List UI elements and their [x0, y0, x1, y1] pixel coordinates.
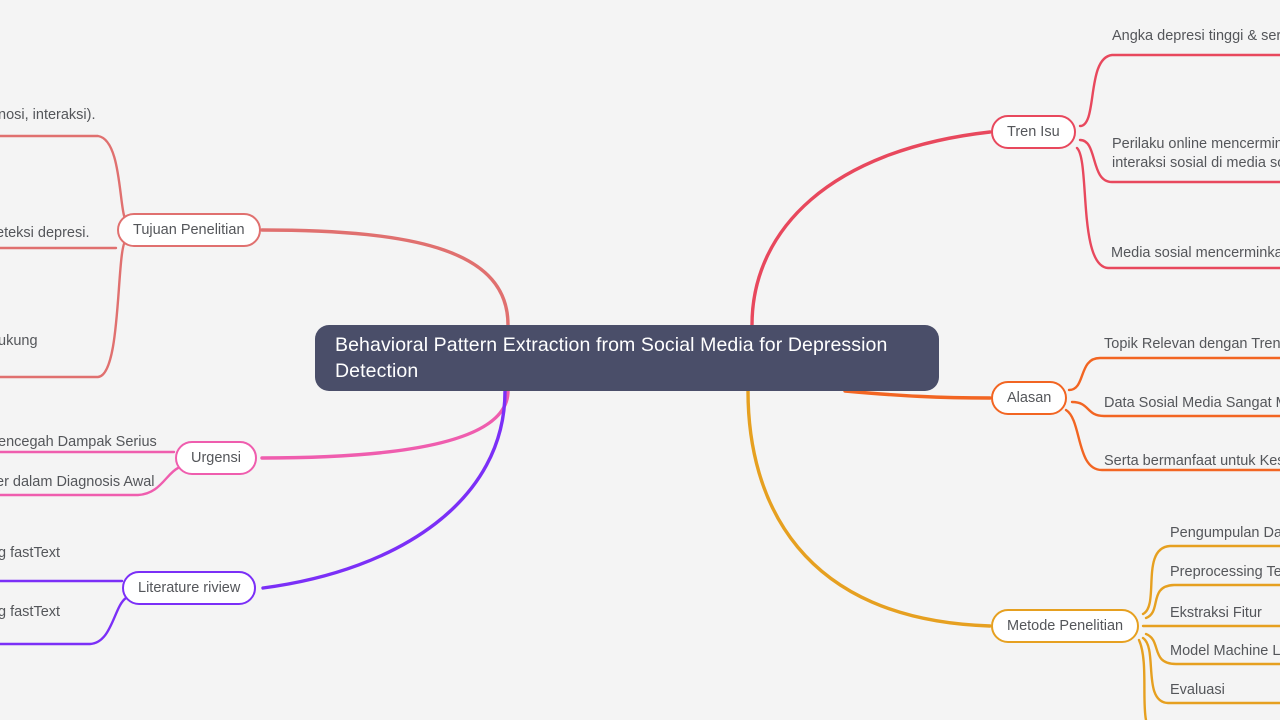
leaf-tren-isu-3[interactable]: Media sosial mencerminkan [1111, 245, 1280, 261]
leaf-metode-1[interactable]: Pengumpulan Dat [1170, 525, 1280, 541]
branch-label-tren-isu: Tren Isu [1007, 124, 1060, 140]
leaf-tren-isu-1[interactable]: Angka depresi tinggi & sering [1112, 28, 1280, 44]
connector-group-tren-isu [750, 53, 1280, 327]
leaf-tren-isu-2[interactable]: Perilaku online mencerminkan interaksi s… [1112, 136, 1280, 171]
connector-group-literature-riview [0, 389, 507, 646]
branch-node-metode-penelitian[interactable]: Metode Penelitian [991, 609, 1140, 643]
leaf-metode-4[interactable]: Model Machine Le [1170, 643, 1280, 659]
central-topic-label: Behavioral Pattern Extraction from Socia… [335, 334, 888, 382]
leaf-urgensi-2[interactable]: er dalam Diagnosis Awal [0, 474, 155, 490]
leaf-metode-2[interactable]: Preprocessing Tek [1170, 564, 1280, 580]
branch-label-literature-riview: Literature riview [138, 580, 241, 596]
leaf-tujuan-1[interactable]: nosi, interaksi). [0, 107, 96, 123]
leaf-tujuan-3[interactable]: ukung [0, 333, 38, 349]
branch-label-tujuan-penelitian: Tujuan Penelitian [133, 222, 245, 238]
branch-label-metode-penelitian: Metode Penelitian [1007, 618, 1124, 634]
branch-node-tren-isu[interactable]: Tren Isu [991, 115, 1076, 149]
branch-node-urgensi[interactable]: Urgensi [175, 441, 257, 475]
branch-node-alasan[interactable]: Alasan [991, 381, 1068, 415]
branch-label-alasan: Alasan [1007, 390, 1052, 406]
leaf-literature-2[interactable]: g fastText [0, 604, 61, 620]
leaf-tujuan-2[interactable]: eteksi depresi. [0, 225, 90, 241]
connector-group-metode-penelitian [746, 389, 1280, 720]
leaf-urgensi-1[interactable]: encegah Dampak Serius [0, 434, 157, 450]
leaf-alasan-1[interactable]: Topik Relevan dengan Tren Ri [1104, 336, 1280, 352]
leaf-alasan-2[interactable]: Data Sosial Media Sangat Meli [1104, 395, 1280, 411]
leaf-metode-3[interactable]: Ekstraksi Fitur [1170, 605, 1262, 621]
branch-node-tujuan-penelitian[interactable]: Tujuan Penelitian [117, 213, 261, 247]
leaf-metode-5[interactable]: Evaluasi [1170, 682, 1225, 698]
branch-label-urgensi: Urgensi [191, 450, 241, 466]
branch-node-literature-riview[interactable]: Literature riview [122, 571, 257, 605]
central-topic-node[interactable]: Behavioral Pattern Extraction from Socia… [315, 325, 939, 391]
leaf-literature-1[interactable]: g fastText [0, 545, 61, 561]
leaf-alasan-3[interactable]: Serta bermanfaat untuk Kesel [1104, 453, 1280, 469]
